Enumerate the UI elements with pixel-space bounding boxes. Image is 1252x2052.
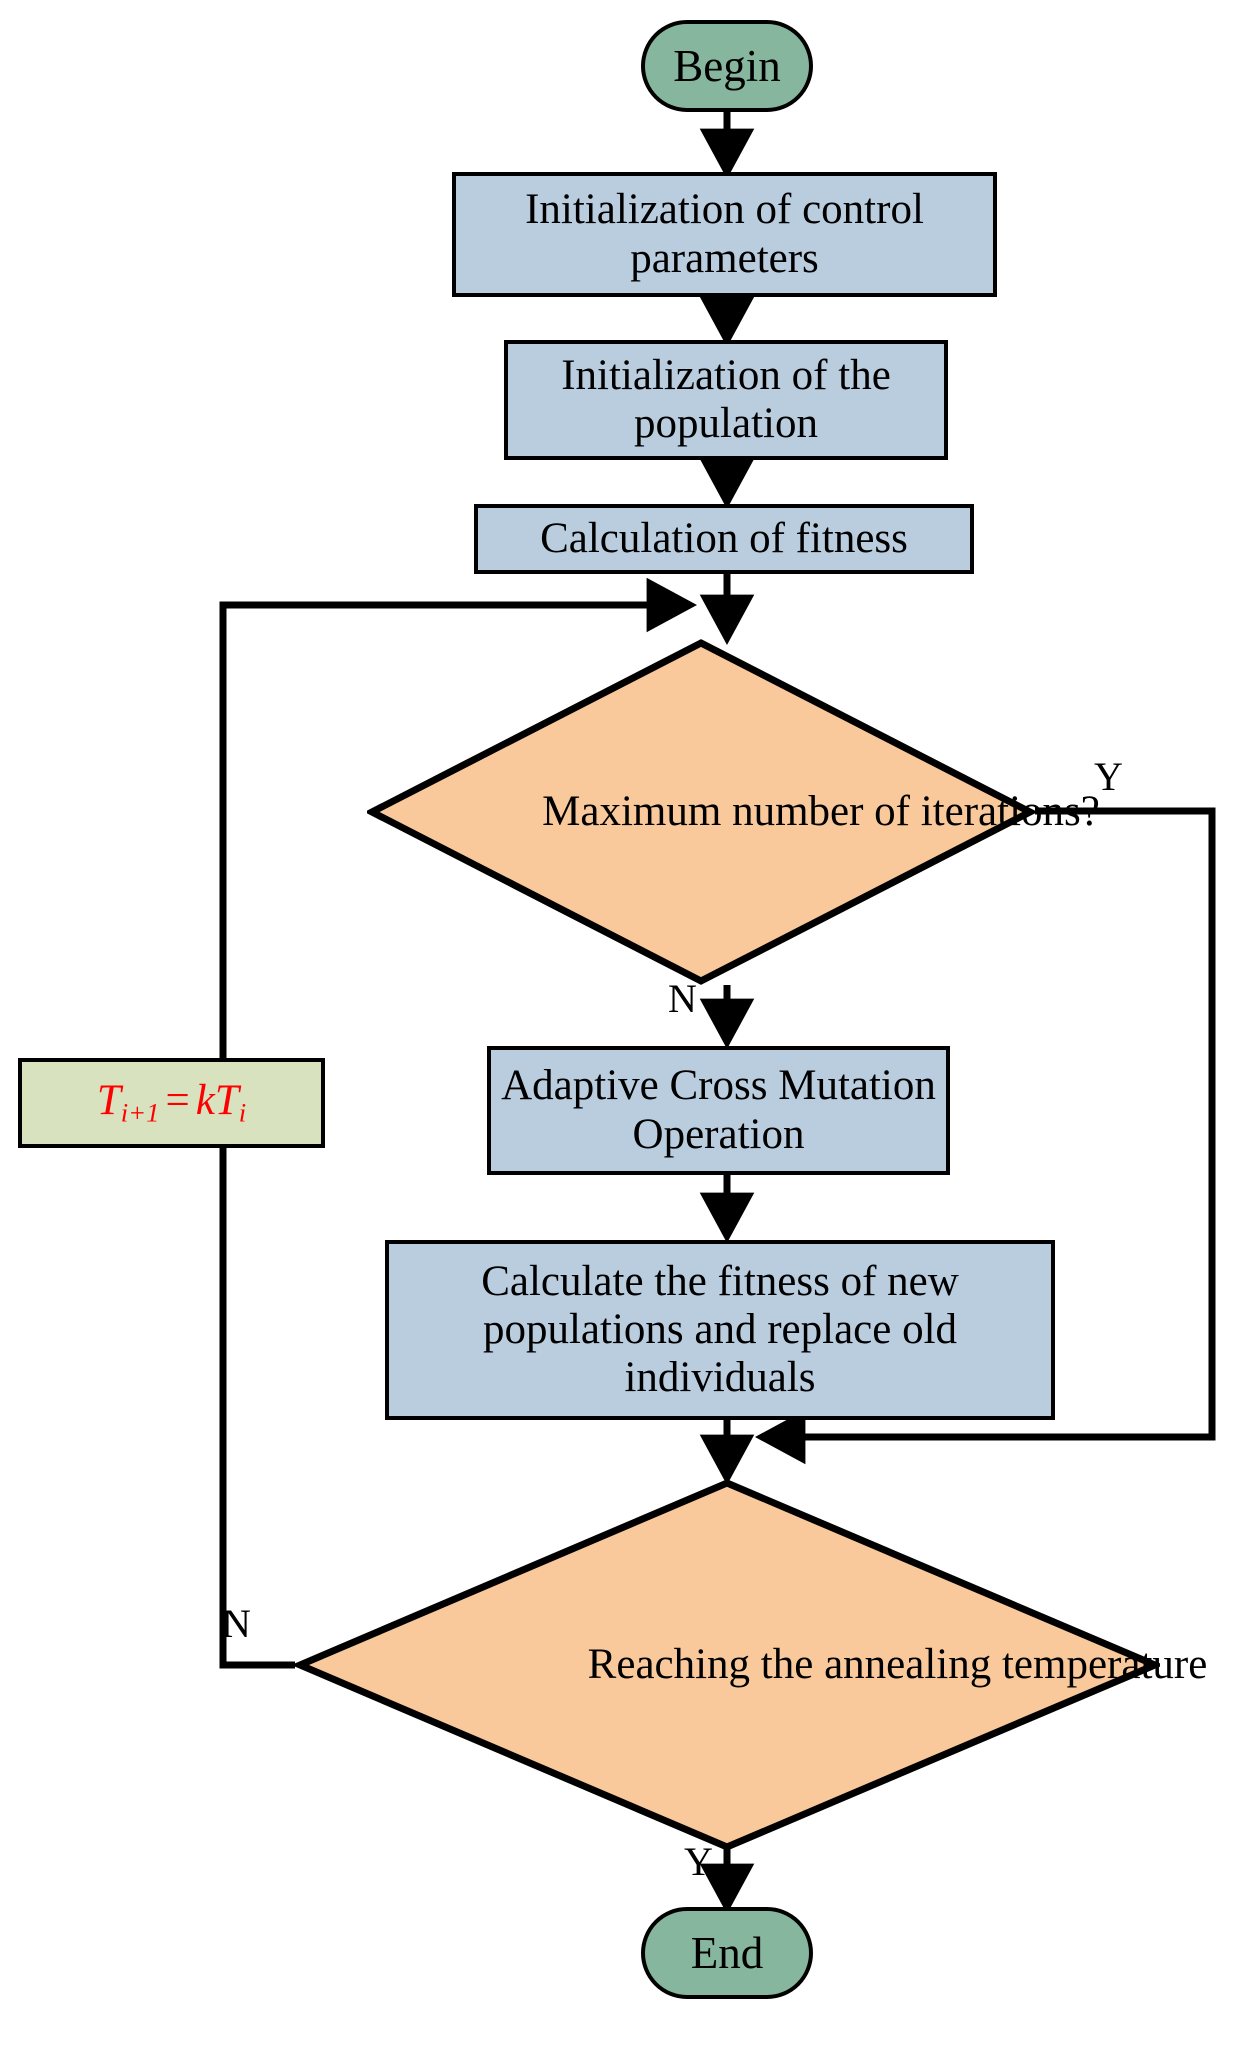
node-init-population[interactable]: Initialization of the population (504, 340, 948, 460)
formula-base2: T (214, 1077, 239, 1125)
node-begin-label: Begin (673, 40, 781, 91)
node-calc-new-fitness-label: Calculate the fitness of new populations… (481, 1257, 959, 1402)
node-max-iterations-label: Maximum number of iterations? (542, 787, 1100, 835)
node-max-iterations[interactable]: Maximum number of iterations? (367, 638, 1100, 986)
node-temperature-update[interactable]: Ti+1=kTi (18, 1058, 325, 1148)
node-end[interactable]: End (641, 1907, 813, 1999)
node-calc-fitness-label: Calculation of fitness (540, 514, 908, 562)
edge-label-annealing-no: N (222, 1601, 251, 1646)
edge-label-max-iterations-yes: Y (1094, 754, 1123, 799)
formula-sub-next: i+1 (120, 1097, 160, 1128)
max-iterations-diamond-shape (367, 639, 1035, 985)
annealing-temp-diamond-shape (295, 1479, 1160, 1851)
node-end-label: End (690, 1927, 764, 1978)
node-annealing-temp-label: Reaching the annealing temperature (587, 1640, 1208, 1688)
node-annealing-temp[interactable]: Reaching the annealing temperature (295, 1478, 1207, 1852)
node-adaptive-cross[interactable]: Adaptive Cross Mutation Operation (487, 1046, 950, 1175)
edge-label-max-iterations-no: N (668, 976, 697, 1021)
node-init-params[interactable]: Initialization of control parameters (452, 172, 997, 297)
node-init-params-label: Initialization of control parameters (525, 186, 924, 282)
edge-label-annealing-yes: Y (684, 1839, 713, 1884)
node-calc-fitness[interactable]: Calculation of fitness (474, 504, 974, 574)
formula-sub-cur: i (238, 1097, 247, 1128)
node-init-population-label: Initialization of the population (561, 351, 891, 447)
node-begin[interactable]: Begin (641, 20, 813, 112)
node-adaptive-cross-label: Adaptive Cross Mutation Operation (501, 1062, 936, 1158)
formula-operator: = (165, 1077, 190, 1125)
temperature-update-formula: Ti+1=kTi (97, 1077, 246, 1128)
formula-base: T (96, 1077, 121, 1125)
node-calc-new-fitness[interactable]: Calculate the fitness of new populations… (385, 1240, 1055, 1420)
formula-coefficient: k (195, 1077, 215, 1125)
